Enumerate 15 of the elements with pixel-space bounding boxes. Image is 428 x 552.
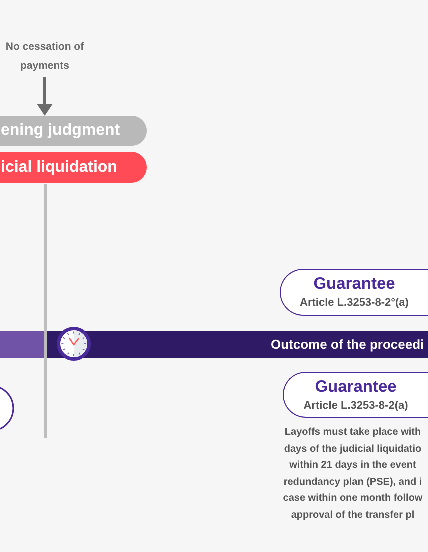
- stage-pill: [0, 152, 147, 183]
- stage-title: ening judgment: [1, 122, 120, 140]
- card-title: Guarantee: [315, 378, 397, 396]
- guarantee-card: [283, 372, 428, 418]
- guarantee-card: [280, 269, 428, 316]
- band-title: Outcome of the proceedi: [271, 336, 424, 354]
- connector-line: [44, 184, 48, 438]
- card-title: Guarantee: [314, 275, 396, 294]
- stage-title: icial liquidation: [1, 158, 118, 176]
- article-reference: Article L.3253-8-2°(a): [300, 297, 409, 310]
- article-reference: Article L.3253-8-2(a): [304, 400, 408, 412]
- note-text: No cessation of payments: [4, 40, 86, 74]
- description-text: Layoffs must take place with days of the judicial liquidatio within 21 days in the event redundancy plan (PSE), and i case within one month follow approval of the transfer pl: [282, 426, 424, 522]
- stage-pill: [0, 116, 147, 146]
- arrow: [37, 77, 53, 116]
